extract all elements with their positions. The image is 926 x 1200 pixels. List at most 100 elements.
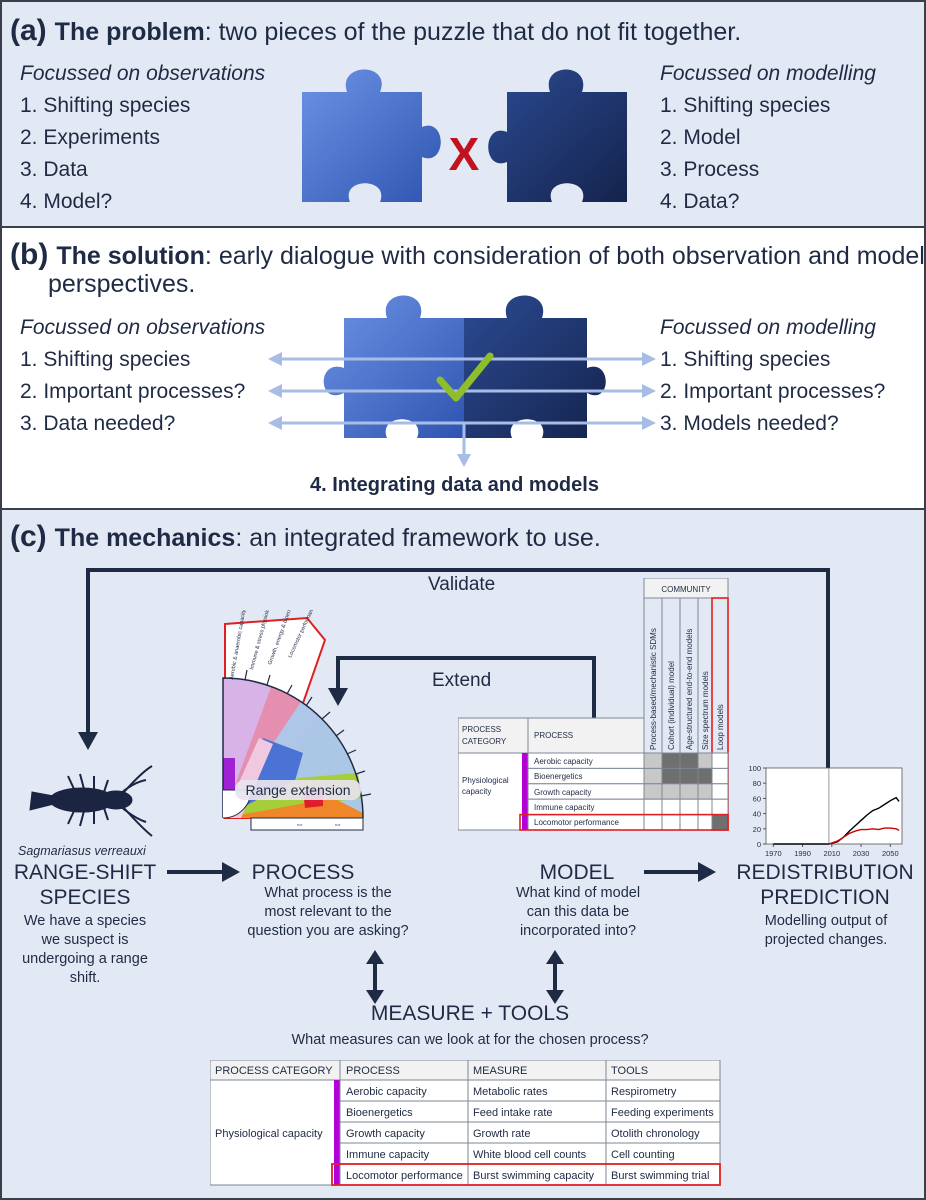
measure-tool-cell: Feeding experiments <box>611 1107 714 1119</box>
model-column-label: Age-structured end-to-end models <box>685 629 694 750</box>
panel-b-heading: (b)The solution: early dialogue with con… <box>10 238 926 271</box>
series-line-1 <box>828 827 900 845</box>
process-header: PROCESS <box>534 731 573 740</box>
model-column-label: Loop models <box>716 704 725 750</box>
step-title: MODEL <box>539 861 615 884</box>
measure-process-cell: Locomotor performance <box>346 1170 463 1182</box>
x-tick-label: 1990 <box>794 849 811 858</box>
check-icon <box>436 352 494 402</box>
panel-b-heading-line2: perspectives. <box>48 270 196 298</box>
svg-text:⇔: ⇔ <box>333 819 342 829</box>
y-tick-label: 40 <box>753 810 761 819</box>
y-tick-label: 20 <box>753 825 761 834</box>
y-tick-label: 60 <box>753 794 761 803</box>
measure-process-cell: Aerobic capacity <box>346 1086 427 1098</box>
left-puzzle-piece <box>302 69 441 202</box>
observation-item: 3. Data needed? <box>20 412 176 435</box>
model-column-label: Cohort (individual) model <box>667 661 676 750</box>
modelling-item: 1. Shifting species <box>660 348 831 371</box>
modelling-item: 2. Important processes? <box>660 380 886 403</box>
observation-item: 2. Experiments <box>20 126 161 149</box>
observation-item: 1. Shifting species <box>20 94 191 117</box>
right-joined-piece <box>464 295 606 438</box>
observation-item: 2. Important processes? <box>20 380 246 403</box>
measure-header: PROCESS CATEGORY <box>215 1065 333 1077</box>
measure-tool-cell: Respirometry <box>611 1086 677 1098</box>
modelling-item: 4. Data? <box>660 190 740 213</box>
step-title: PROCESS <box>251 861 355 884</box>
measure-value-cell: Metabolic rates <box>473 1086 548 1098</box>
measure-tool-cell: Otolith chronology <box>611 1128 700 1140</box>
modelling-item: 3. Models needed? <box>660 412 839 435</box>
category-cell: capacity <box>462 787 491 796</box>
observation-item: 4. Model? <box>20 190 113 213</box>
lobster-icon <box>29 765 153 837</box>
process-wheel: ⇔ ⇔ Aerobic & anaerobic capacity Immune … <box>222 610 372 831</box>
measure-category-cell: Physiological capacity <box>215 1128 323 1140</box>
y-tick-label: 100 <box>748 764 761 773</box>
flow-arrows <box>78 568 830 1004</box>
process-row: Locomotor performance <box>534 818 619 827</box>
x-tick-label: 2030 <box>853 849 870 858</box>
model-table: COMMUNITY Process-based/mechanistic SDMs… <box>457 577 730 851</box>
measure-process-cell: Immune capacity <box>346 1149 430 1161</box>
modelling-item: 2. Model <box>660 126 741 149</box>
panel-c-mechanics: (c)The mechanics: an integrated framewor… <box>0 510 926 1200</box>
puzzle-pieces-joined <box>268 295 656 467</box>
measure-process-cell: Bioenergetics <box>346 1107 413 1119</box>
validate-arrow <box>86 568 830 785</box>
panel-c-heading: (c)The mechanics: an integrated framewor… <box>10 520 601 553</box>
model-column-label: Size spectrum models <box>701 671 710 750</box>
category-header: PROCESS <box>462 725 501 734</box>
process-row: Aerobic capacity <box>534 757 593 766</box>
process-row: Bioenergetics <box>534 772 582 781</box>
measure-header: MEASURE <box>473 1065 527 1077</box>
y-tick-label: 0 <box>757 840 761 849</box>
measure-table: PROCESS CATEGORY PROCESS MEASURE TOOLS P… <box>209 1059 722 1195</box>
measure-tool-cell: Cell counting <box>611 1149 675 1161</box>
community-header: COMMUNITY <box>661 585 711 594</box>
measure-header: PROCESS <box>346 1065 400 1077</box>
chart-plot-area <box>765 767 903 845</box>
measure-value-cell: White blood cell counts <box>473 1149 587 1161</box>
y-tick-label: 80 <box>753 779 761 788</box>
modelling-heading: Focussed on modelling <box>660 316 876 339</box>
measure-question: What measures can we look at for the cho… <box>291 1032 649 1048</box>
modelling-heading: Focussed on modelling <box>660 62 876 85</box>
observation-item: 3. Data <box>20 158 88 181</box>
measure-value-cell: Burst swimming capacity <box>473 1170 595 1182</box>
svg-text:⇔: ⇔ <box>295 819 304 829</box>
left-joined-piece <box>323 295 464 438</box>
observations-heading: Focussed on observations <box>20 316 266 339</box>
right-puzzle-piece <box>488 69 627 202</box>
integration-label: 4. Integrating data and models <box>310 474 599 496</box>
measure-title: MEASURE + TOOLS <box>370 1002 570 1025</box>
measure-value-cell: Growth rate <box>473 1128 530 1140</box>
range-extension-label: Range extension <box>245 782 350 798</box>
mismatch-cross: X <box>449 128 480 180</box>
process-row: Immune capacity <box>534 803 594 812</box>
extend-label: Extend <box>432 670 492 691</box>
modelling-item: 1. Shifting species <box>660 94 831 117</box>
panel-a-problem: (a)The problem: two pieces of the puzzle… <box>0 0 926 228</box>
puzzle-pieces-separated: X <box>302 69 627 202</box>
modelling-item: 3. Process <box>660 158 760 181</box>
x-tick-label: 2010 <box>823 849 840 858</box>
measure-value-cell: Feed intake rate <box>473 1107 553 1119</box>
measure-process-cell: Growth capacity <box>346 1128 425 1140</box>
measure-header: TOOLS <box>611 1065 648 1077</box>
model-column-label: Process-based/mechanistic SDMs <box>649 628 658 750</box>
category-header: CATEGORY <box>462 737 507 746</box>
x-tick-label: 2050 <box>882 849 899 858</box>
observation-item: 1. Shifting species <box>20 348 191 371</box>
observations-heading: Focussed on observations <box>20 62 266 85</box>
measure-table-grid: PROCESS CATEGORY PROCESS MEASURE TOOLS P… <box>209 1059 721 1186</box>
process-row: Growth capacity <box>534 788 591 797</box>
validate-label: Validate <box>428 574 496 595</box>
species-name: Sagmariasus verreauxi <box>18 844 146 858</box>
